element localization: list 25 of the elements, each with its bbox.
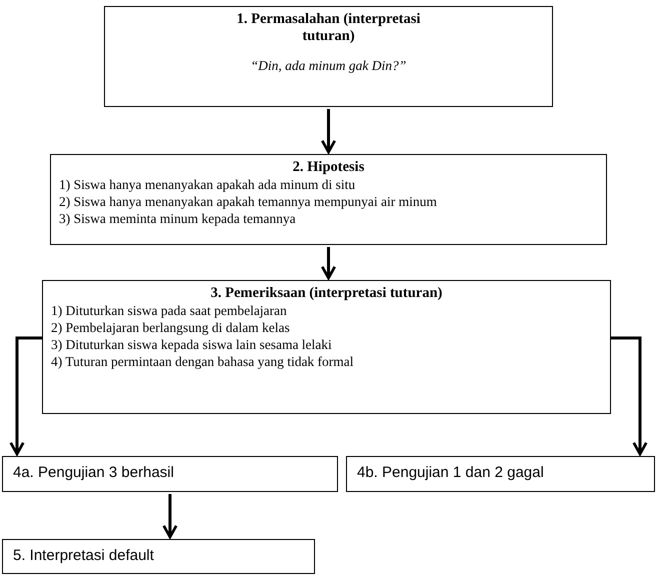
arrow [320,247,336,280]
list-item: 2) Pembelajaran berlangsung di dalam kelas [51,319,291,336]
box-heading: 1. Permasalahan (interpretasi tuturan) [236,11,422,45]
list-item: 1) Siswa hanya menanyakan apakah ada minum di situ [59,176,356,193]
arrow [162,494,178,538]
arrow [320,109,336,154]
interpretation-box [2,539,315,574]
arrow [9,336,42,456]
step-label: 5. Interpretasi default [13,546,155,566]
step-label: 4a. Pengujian 3 berhasil [13,463,175,483]
step-label: 4b. Pengujian 1 dan 2 gagal [357,463,545,483]
examination-box [42,280,611,414]
box-heading: 3. Pemeriksaan (interpretasi tuturan) [210,285,444,302]
quote-text: “Din, ada minum gak Din?” [250,57,408,74]
result-box [2,456,338,492]
arrow [611,336,648,456]
hypothesis-box [50,154,607,245]
problem-box [104,6,553,107]
list-item: 2) Siswa hanya menanyakan apakah temannya mempunyai air minum [59,193,438,210]
list-item: 1) Dituturkan siswa pada saat pembelajaran [51,302,288,319]
list-item: 3) Dituturkan siswa kepada siswa lain sesama lelaki [51,336,333,353]
box-heading: 2. Hipotesis [292,159,366,176]
list-item: 3) Siswa meminta minum kepada temannya [59,210,297,227]
result-box [346,456,655,492]
list-item: 4) Tuturan permintaan dengan bahasa yang tidak formal [51,353,355,370]
